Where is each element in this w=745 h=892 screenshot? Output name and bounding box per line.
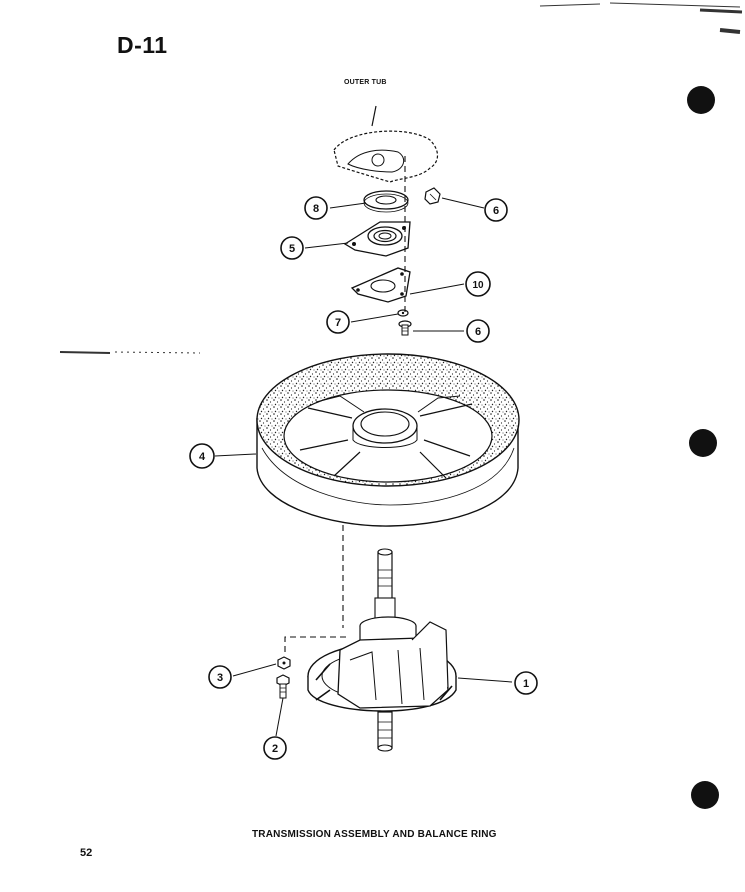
- outer-tub-fragment: [333, 105, 439, 183]
- part-6-nut: [424, 187, 441, 205]
- callout-6-lower: 6: [466, 319, 490, 343]
- outer-tub-label: OUTER TUB: [344, 79, 387, 86]
- callout-4-number: 4: [199, 451, 206, 463]
- callout-4: 4: [189, 443, 215, 469]
- callout-10: 10: [465, 271, 491, 297]
- callout-2-number: 2: [272, 743, 278, 755]
- part-10-gasket: [350, 267, 411, 303]
- leader-lines: [214, 197, 513, 737]
- callout-2: 2: [263, 736, 287, 760]
- part-8-seal: [363, 190, 409, 213]
- registration-dot-bottom: [691, 781, 719, 809]
- registration-dot-middle: [689, 429, 717, 457]
- scan-artifacts: [59, 2, 743, 354]
- callout-3: 3: [208, 665, 232, 689]
- callout-7-number: 7: [335, 317, 341, 329]
- part-4-balance-ring: [256, 353, 520, 527]
- callout-3-number: 3: [217, 672, 223, 684]
- part-7-washer: [397, 309, 409, 317]
- callout-6-lower-number: 6: [475, 326, 481, 338]
- callout-7: 7: [326, 310, 350, 334]
- callout-1-number: 1: [523, 678, 529, 690]
- callout-6-upper-number: 6: [493, 205, 499, 217]
- callout-8: 8: [304, 196, 328, 220]
- page-number: 52: [80, 847, 93, 859]
- page-code: D-11: [117, 32, 168, 58]
- callout-1: 1: [514, 671, 538, 695]
- figure-caption: TRANSMISSION ASSEMBLY AND BALANCE RING: [252, 829, 497, 840]
- callout-10-number: 10: [472, 280, 484, 291]
- registration-dot-top: [687, 86, 715, 114]
- assembly-axis-lines: [284, 156, 406, 656]
- part-3-nut: [277, 656, 291, 670]
- part-1-transmission: [307, 548, 457, 752]
- part-2-bolt: [276, 674, 290, 699]
- callout-8-number: 8: [313, 203, 319, 215]
- part-6-screw: [398, 320, 412, 336]
- callout-5-number: 5: [289, 243, 295, 255]
- callout-6-upper: 6: [484, 198, 508, 222]
- callout-5: 5: [280, 236, 304, 260]
- part-5-bearing-plate: [343, 221, 411, 257]
